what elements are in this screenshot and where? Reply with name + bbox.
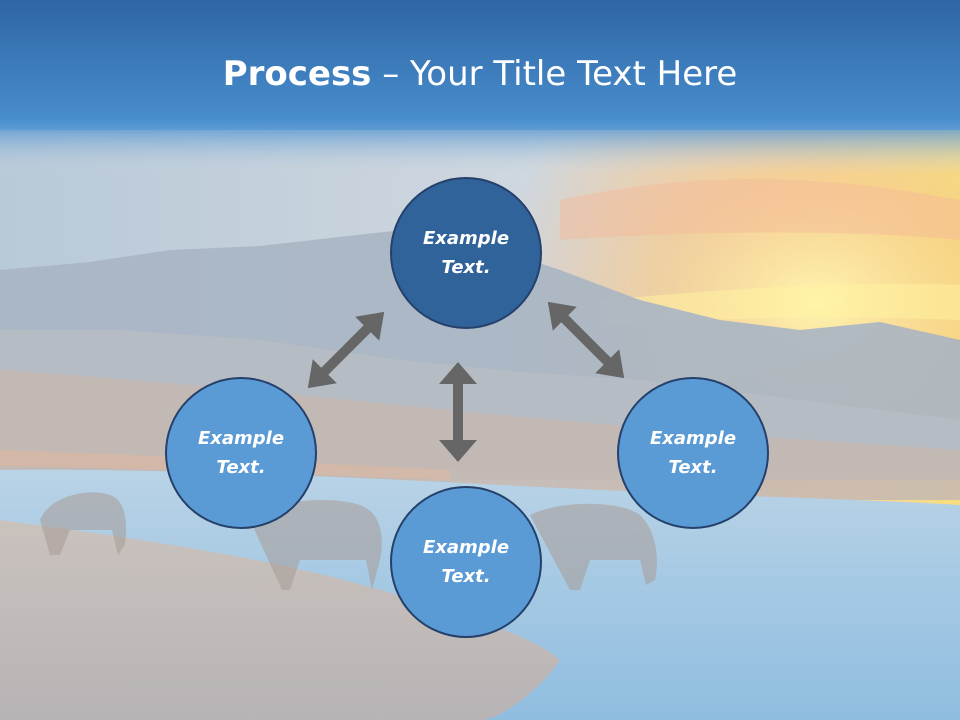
arrow-top-bottom — [439, 362, 477, 462]
node-right-label: Example Text. — [649, 428, 737, 478]
slide-title: Process – Your Title Text Here — [0, 52, 960, 96]
node-top-label: Example Text. — [422, 228, 510, 278]
node-left-label: Example Text. — [197, 428, 285, 478]
node-top: Example Text. — [390, 177, 542, 329]
node-bottom-label: Example Text. — [422, 537, 510, 587]
node-right: Example Text. — [617, 377, 769, 529]
node-left: Example Text. — [165, 377, 317, 529]
arrow-top-right — [547, 301, 625, 379]
arrow-left-top — [307, 311, 385, 389]
node-bottom: Example Text. — [390, 486, 542, 638]
title-rest: – Your Title Text Here — [371, 54, 738, 94]
title-bold: Process — [222, 54, 372, 94]
